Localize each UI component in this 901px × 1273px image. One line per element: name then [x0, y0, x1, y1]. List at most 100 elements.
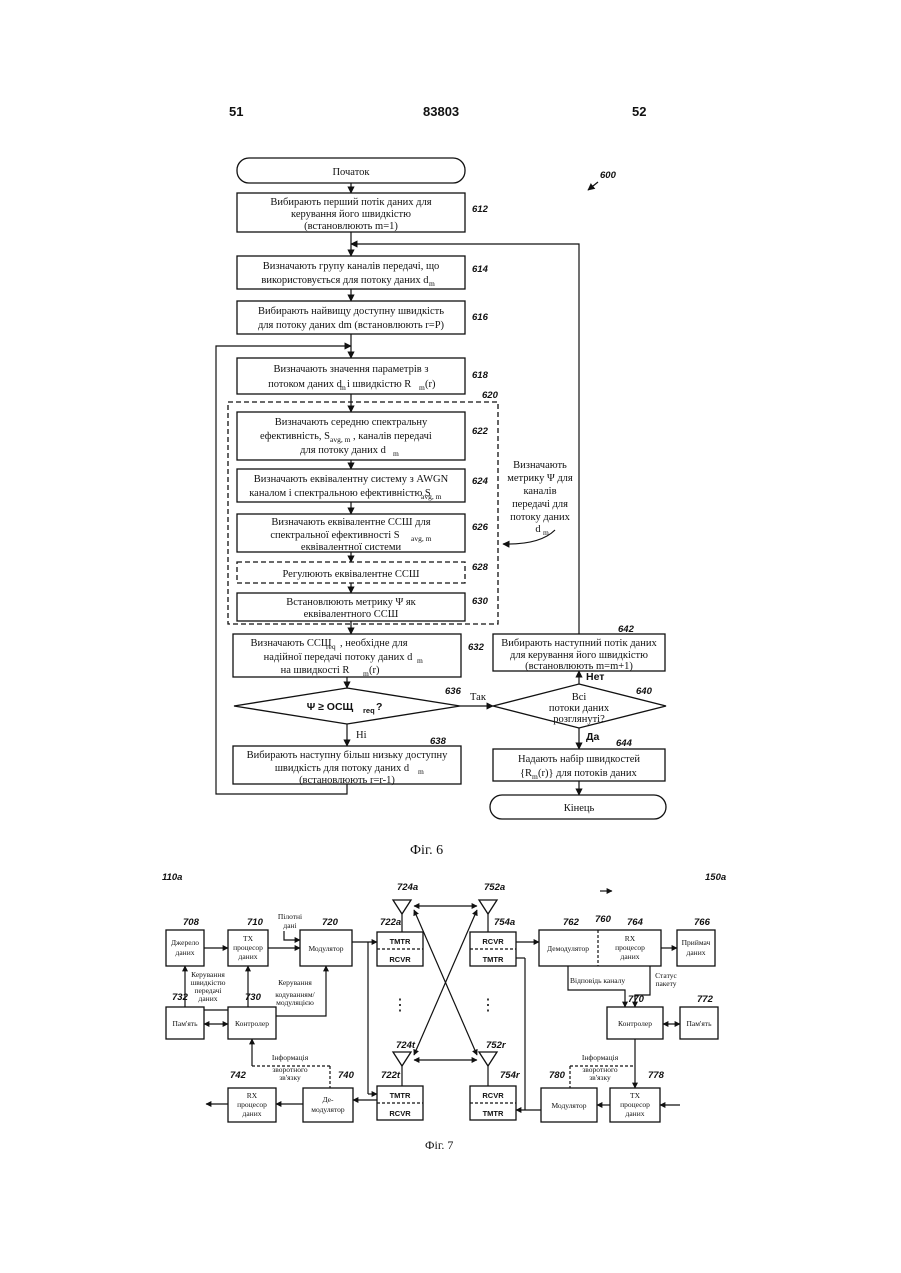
svg-text:110a: 110a — [162, 872, 182, 883]
svg-text:на швидкості R: на швидкості R — [281, 665, 350, 676]
svg-text:752r: 752r — [486, 1040, 507, 1051]
svg-text:(r)} для потоків даних: (r)} для потоків даних — [538, 768, 637, 779]
svg-text:дані: дані — [283, 921, 296, 930]
svg-text:722t: 722t — [381, 1070, 401, 1081]
svg-text:Пілотні: Пілотні — [278, 912, 302, 921]
svg-text:⋮: ⋮ — [392, 997, 408, 1014]
svg-text:для потоку даних dm (встановлю: для потоку даних dm (встановлюють r=P) — [258, 320, 445, 331]
svg-text:(r): (r) — [425, 379, 436, 390]
svg-text:m: m — [417, 656, 423, 665]
svg-text:Пам'ять: Пам'ять — [173, 1019, 199, 1028]
svg-text:Визначають еквівалентну систем: Визначають еквівалентну систему з AWGN — [254, 474, 449, 485]
svg-text:метрику Ψ для: метрику Ψ для — [507, 473, 573, 484]
svg-text:Вибирають перший потік даних д: Вибирають перший потік даних для — [270, 197, 431, 208]
svg-text:модуляцією: модуляцією — [276, 998, 314, 1007]
svg-text:req: req — [326, 642, 336, 651]
svg-text:еквівалентної системи: еквівалентної системи — [301, 542, 402, 553]
svg-text:процесор: процесор — [237, 1100, 267, 1109]
svg-text:даних: даних — [621, 952, 640, 961]
svg-text:RCVR: RCVR — [389, 1109, 411, 1118]
svg-text:m: m — [429, 279, 435, 288]
svg-text:для потоку даних d: для потоку даних d — [300, 445, 386, 456]
svg-text:зворотного: зворотного — [272, 1065, 308, 1074]
svg-text:швидкість для потоку даних d: швидкість для потоку даних d — [275, 763, 410, 774]
svg-text:638: 638 — [430, 736, 447, 747]
svg-text:TMTR: TMTR — [390, 937, 411, 946]
svg-text:Контролер: Контролер — [235, 1019, 269, 1028]
svg-text:772: 772 — [697, 994, 714, 1005]
svg-text:Де-: Де- — [322, 1095, 334, 1104]
svg-text:754r: 754r — [500, 1070, 521, 1081]
svg-text:TMTR: TMTR — [483, 955, 504, 964]
svg-text:(встановлюють m=m+1): (встановлюють m=m+1) — [525, 661, 633, 672]
svg-text:потоком даних d: потоком даних d — [268, 379, 342, 390]
svg-text:потоку даних: потоку даних — [510, 512, 570, 523]
svg-text:Пам'ять: Пам'ять — [687, 1019, 713, 1028]
svg-text:⋮: ⋮ — [480, 997, 496, 1014]
svg-text:еквівалентного ССШ: еквівалентного ССШ — [304, 609, 399, 620]
svg-text:Вибирають найвищу доступну шви: Вибирають найвищу доступну швидкість — [258, 306, 444, 317]
svg-text:626: 626 — [472, 522, 489, 533]
svg-text:avg, m: avg, m — [411, 534, 432, 543]
svg-text:RX: RX — [247, 1091, 258, 1100]
svg-text:розглянуті?: розглянуті? — [553, 714, 605, 725]
svg-text:передачі для: передачі для — [512, 499, 568, 510]
svg-text:640: 640 — [636, 686, 653, 697]
svg-text:пакету: пакету — [655, 979, 676, 988]
svg-text:каналом і спектральною ефектив: каналом і спектральною ефективністю S — [249, 488, 431, 499]
svg-text:766: 766 — [694, 917, 711, 928]
svg-text:, необхідне для: , необхідне для — [340, 638, 408, 649]
svg-text:для керування його швидкістю: для керування його швидкістю — [510, 650, 648, 661]
svg-text:622: 622 — [472, 426, 489, 437]
svg-text:754a: 754a — [494, 917, 515, 928]
svg-text:Керування: Керування — [191, 970, 225, 979]
da-label: Да — [586, 731, 599, 743]
svg-text:Ψ ≥ ОСЩ: Ψ ≥ ОСЩ — [307, 701, 354, 713]
svg-text:616: 616 — [472, 312, 489, 323]
svg-text:даних: даних — [243, 1109, 262, 1118]
net-label: Нет — [586, 671, 604, 683]
svg-text:{R: {R — [520, 768, 532, 779]
svg-text:спектральної ефективності S: спектральної ефективності S — [270, 530, 399, 541]
svg-text:630: 630 — [472, 596, 489, 607]
svg-text:даних: даних — [176, 948, 195, 957]
svg-text:Регулюють еквівалентне ССШ: Регулюють еквівалентне ССШ — [282, 569, 419, 580]
svg-text:m: m — [418, 767, 424, 776]
svg-text:710: 710 — [247, 917, 264, 928]
svg-text:778: 778 — [648, 1070, 665, 1081]
svg-text:зв'язку: зв'язку — [279, 1073, 301, 1082]
svg-text:Статус: Статус — [655, 971, 677, 980]
svg-text:req: req — [363, 706, 375, 715]
svg-text:TMTR: TMTR — [483, 1109, 504, 1118]
svg-text:642: 642 — [618, 624, 635, 635]
svg-text:Приймач: Приймач — [682, 938, 711, 947]
svg-text:722a: 722a — [380, 917, 401, 928]
svg-text:Інформація: Інформація — [582, 1053, 619, 1062]
svg-text:зворотного: зворотного — [582, 1065, 618, 1074]
svg-text:(встановлюють m=1): (встановлюють m=1) — [304, 221, 398, 232]
svg-text:150a: 150a — [705, 872, 726, 883]
svg-text:TMTR: TMTR — [390, 1091, 411, 1100]
svg-text:762: 762 — [563, 917, 580, 928]
svg-text:процесор: процесор — [615, 943, 645, 952]
svg-text:RCVR: RCVR — [482, 937, 504, 946]
svg-text:Контролер: Контролер — [618, 1019, 652, 1028]
svg-text:Відповідь каналу: Відповідь каналу — [570, 976, 625, 985]
svg-text:612: 612 — [472, 204, 489, 215]
svg-text:Кінець: Кінець — [564, 803, 595, 814]
svg-text:708: 708 — [183, 917, 200, 928]
svg-text:Визначають: Визначають — [513, 460, 567, 471]
svg-text:процесор: процесор — [620, 1100, 650, 1109]
svg-text:760: 760 — [595, 914, 612, 925]
figure-label-600: 600 — [600, 170, 617, 181]
svg-text:Визначають еквівалентне ССШ дл: Визначають еквівалентне ССШ для — [271, 517, 430, 528]
svg-text:780: 780 — [549, 1070, 566, 1081]
svg-text:avg, m: avg, m — [421, 492, 442, 501]
svg-text:використовується для потоку да: використовується для потоку даних d — [261, 275, 429, 286]
svg-text:636: 636 — [445, 686, 462, 697]
svg-text:зв'язку: зв'язку — [589, 1073, 611, 1082]
svg-text:надійної передачі потоку даних: надійної передачі потоку даних d — [264, 652, 413, 663]
figure-7-caption: Фіг. 7 — [425, 1138, 453, 1153]
svg-text:620: 620 — [482, 390, 499, 401]
svg-text:передачі: передачі — [194, 986, 221, 995]
